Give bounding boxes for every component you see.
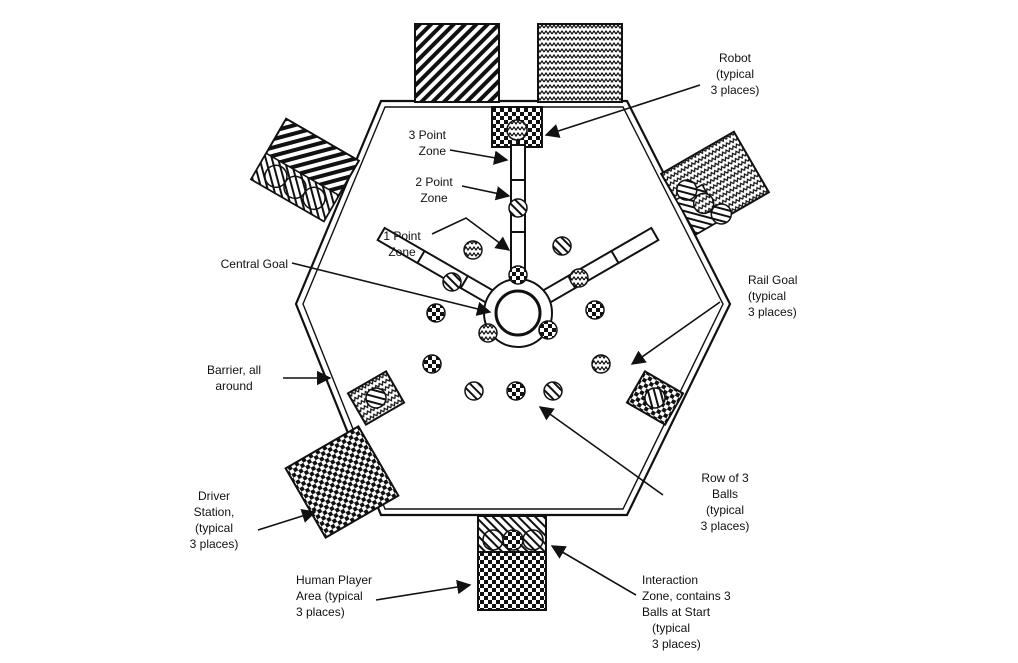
label-rail-goal: Rail Goal (typical 3 places) xyxy=(748,273,798,319)
driver-station-upper-right xyxy=(659,130,771,236)
ball xyxy=(552,236,572,256)
arrow-driver-station xyxy=(257,509,317,531)
label-central-goal: Central Goal xyxy=(220,257,288,271)
ball xyxy=(508,198,528,218)
ball xyxy=(502,529,524,551)
ball xyxy=(585,300,605,320)
driver-station-lower-left xyxy=(284,424,400,540)
label-1-point-zone: 1 Point Zone xyxy=(383,229,421,259)
label-robot: Robot (typical 3 places) xyxy=(710,51,760,97)
ball xyxy=(506,119,528,141)
arrow-1-point xyxy=(431,217,511,251)
ball xyxy=(506,381,526,401)
label-human-player-area: Human Player Area (typical 3 places) xyxy=(296,573,373,619)
label-2-point-zone: 2 Point Zone xyxy=(415,175,453,205)
arrow-row-of-balls xyxy=(538,406,664,496)
ball xyxy=(478,323,498,343)
arrow-3-point xyxy=(449,149,509,165)
ball xyxy=(463,240,483,260)
arrow-human-player xyxy=(375,579,472,601)
arrow-2-point xyxy=(461,185,511,201)
barrier-outer xyxy=(294,99,732,517)
label-barrier: Barrier, all around xyxy=(206,363,262,393)
ball xyxy=(569,268,589,288)
rail-goal-right xyxy=(625,370,685,426)
ball xyxy=(522,529,544,551)
driver-station-top-right xyxy=(537,23,623,103)
arrow-robot xyxy=(544,84,701,138)
human-player-area-bottom xyxy=(477,551,547,611)
driver-station-upper-left xyxy=(249,117,361,223)
ball xyxy=(482,529,504,551)
label-driver-station: Driver Station, (typical 3 places) xyxy=(189,489,239,551)
ball xyxy=(442,272,462,292)
label-row-of-balls: Row of 3 Balls (typical 3 places) xyxy=(700,471,750,533)
barrier-inner xyxy=(302,106,724,510)
arrow-rail-goal xyxy=(630,301,721,365)
ball xyxy=(538,320,558,340)
label-interaction-zone: Interaction Zone, contains 3 Balls at St… xyxy=(642,573,731,651)
central-goal-inner xyxy=(494,289,542,337)
ball xyxy=(422,354,442,374)
ball xyxy=(591,354,611,374)
rail-goal-left xyxy=(346,370,406,426)
ball xyxy=(426,303,446,323)
ball xyxy=(508,265,528,285)
driver-station-top-left xyxy=(414,23,500,103)
arrow-central-goal xyxy=(291,262,492,316)
ball xyxy=(543,381,563,401)
label-3-point-zone: 3 Point Zone xyxy=(408,128,446,158)
ball xyxy=(464,381,484,401)
arrow-interaction-zone xyxy=(550,545,637,596)
